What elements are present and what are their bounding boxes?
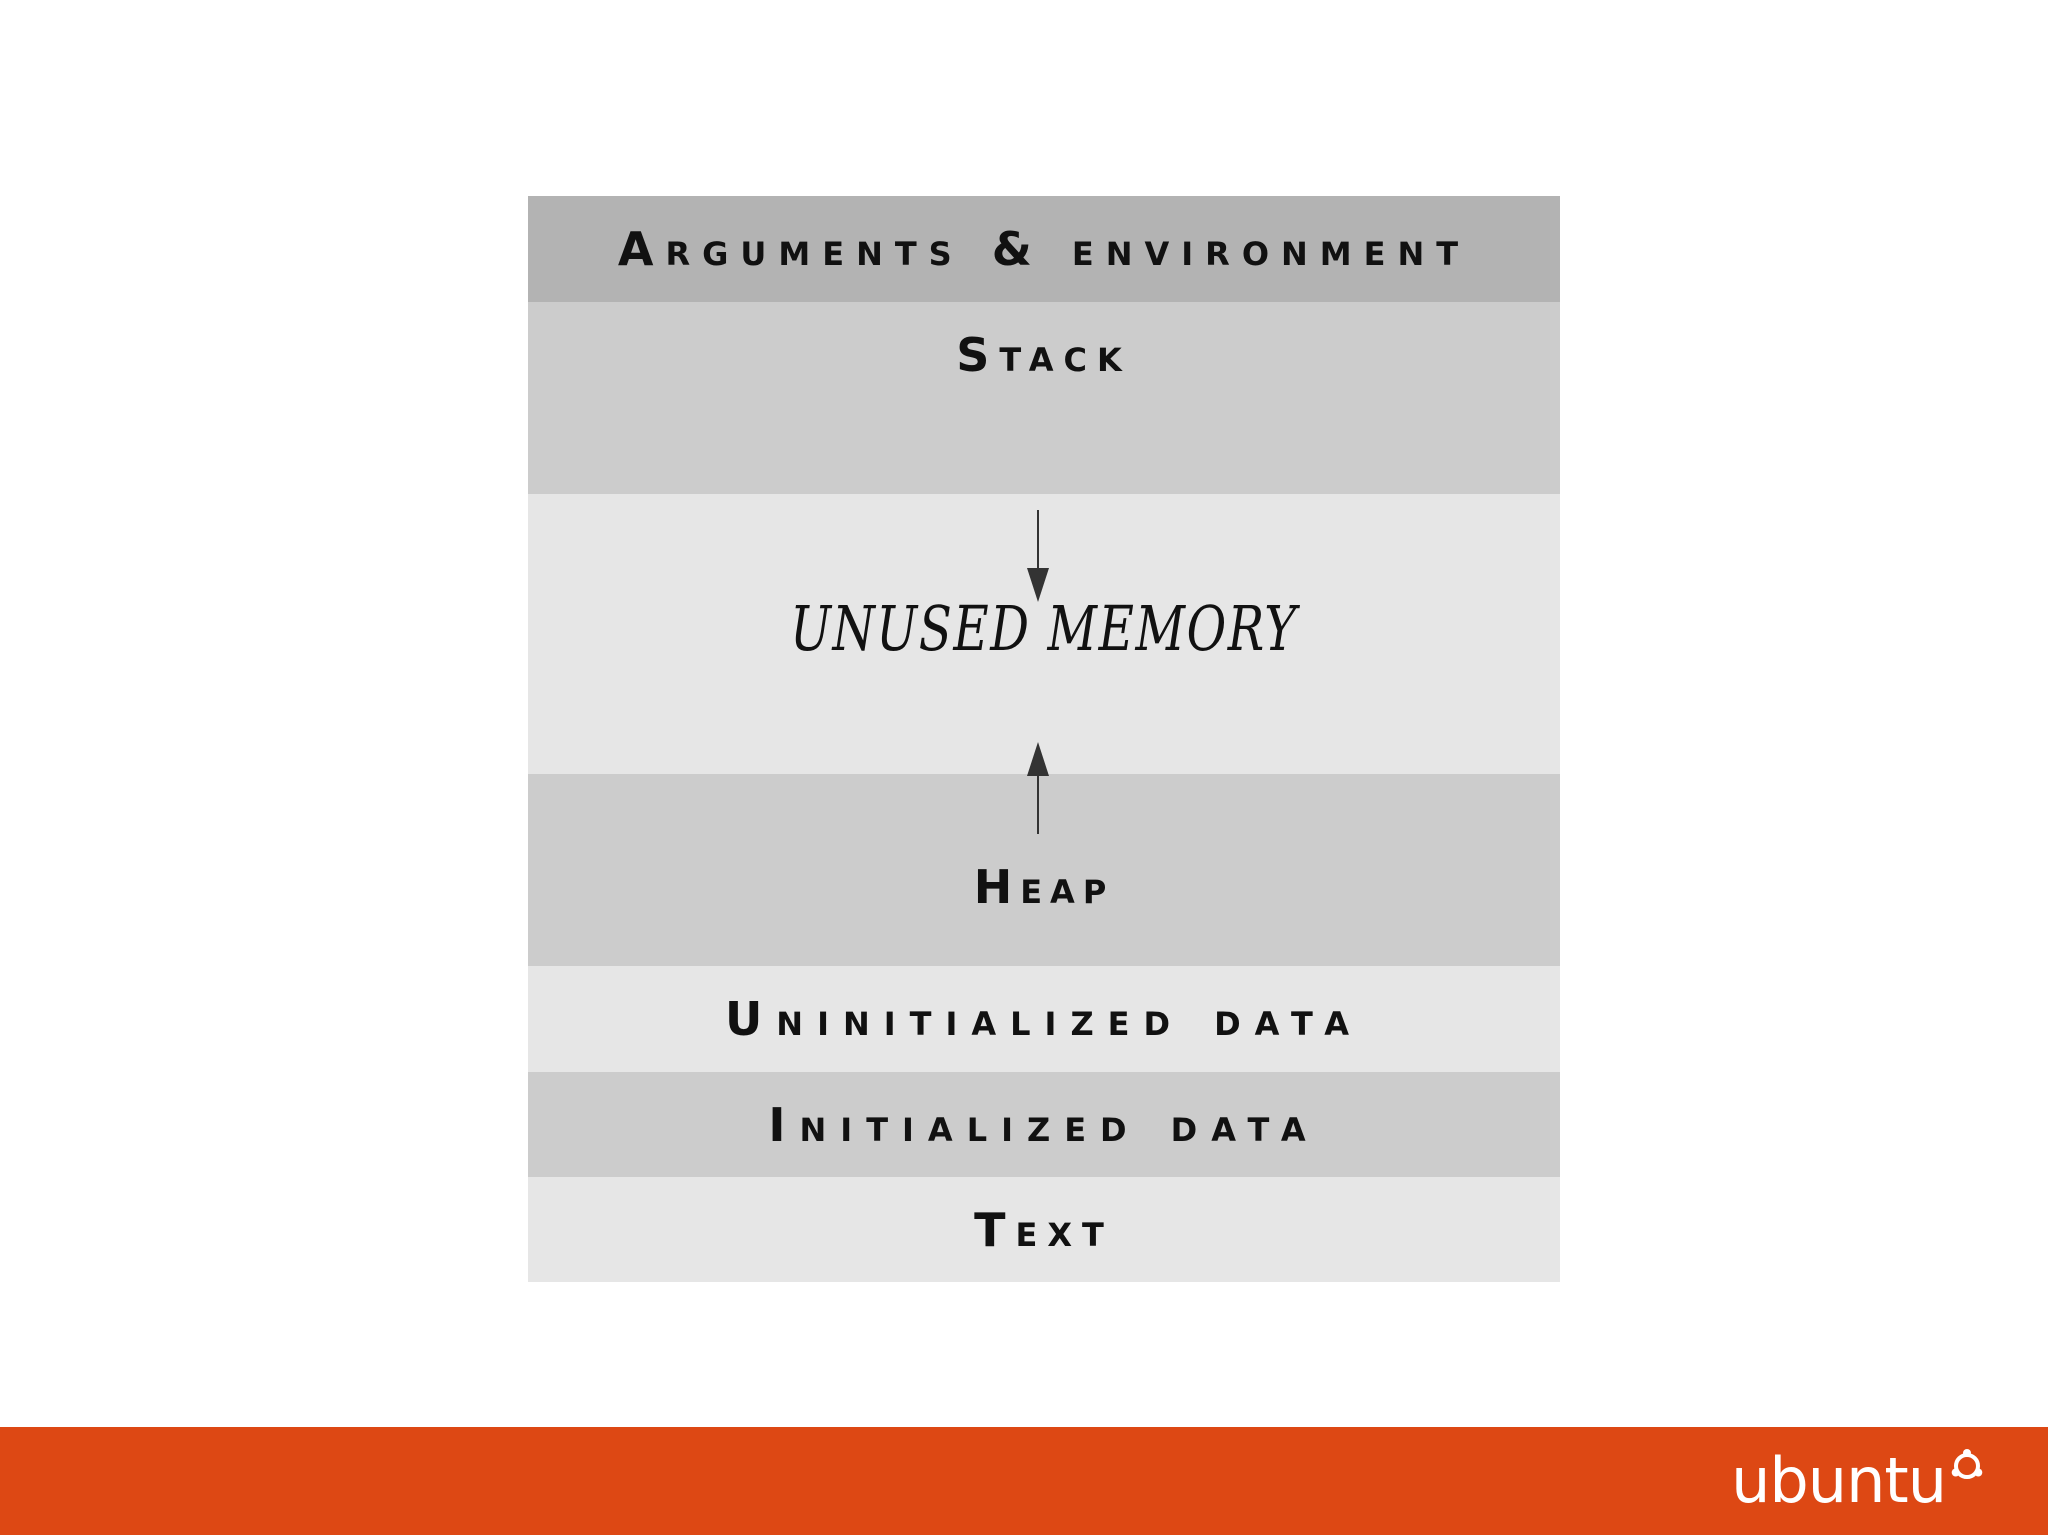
segment-stack: Stack	[528, 302, 1560, 494]
segment-label: Arguments & environment	[617, 222, 1471, 276]
segment-arguments-environment: Arguments & environment	[528, 196, 1560, 302]
segment-unused-memory: UNUSED MEMORY	[528, 494, 1560, 774]
segment-uninitialized-data: Uninitialized data	[528, 966, 1560, 1072]
footer-bar: ubuntu	[0, 1427, 2048, 1535]
segment-label: Initialized data	[768, 1098, 1320, 1152]
segment-text: Text	[528, 1177, 1560, 1282]
segment-initialized-data: Initialized data	[528, 1072, 1560, 1177]
segment-label: Heap	[973, 860, 1115, 914]
heap-growth-arrow-up-icon	[1027, 742, 1049, 834]
segment-label: Text	[974, 1203, 1114, 1257]
memory-layout-diagram: Arguments & environment Stack UNUSED MEM…	[528, 196, 1560, 1282]
segment-heap: Heap	[528, 774, 1560, 966]
stack-growth-arrow-down-icon	[1027, 510, 1049, 602]
segment-label: UNUSED MEMORY	[790, 592, 1298, 665]
segment-label: Uninitialized data	[724, 992, 1364, 1046]
ubuntu-logo: ubuntu	[1731, 1443, 1984, 1519]
ubuntu-circle-of-friends-icon	[1951, 1449, 1983, 1479]
segment-label: Stack	[956, 328, 1132, 382]
logo-wordmark: ubuntu	[1731, 1444, 1947, 1517]
